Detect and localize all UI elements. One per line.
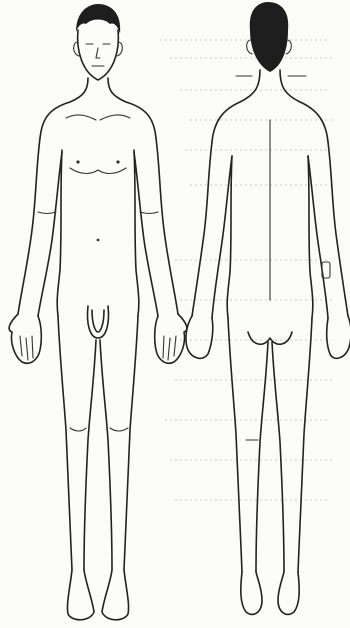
front-head: [78, 30, 119, 80]
front-right-nipple: [116, 160, 119, 163]
front-genitals: [87, 306, 108, 338]
front-right-leg: [100, 316, 138, 570]
front-torso-outline: [40, 78, 156, 138]
back-buttocks: [248, 332, 292, 344]
back-right-leg: [272, 318, 312, 572]
back-hair: [250, 2, 289, 72]
front-left-hand: [9, 314, 41, 363]
front-right-arm: [134, 138, 178, 316]
front-left-nipple: [76, 160, 79, 163]
front-nose: [96, 48, 100, 58]
back-left-foot: [241, 572, 262, 614]
front-left-arm: [18, 138, 62, 316]
back-left-hand: [186, 316, 213, 358]
back-view-figure: [186, 2, 350, 614]
back-left-leg: [228, 318, 268, 572]
front-left-elbow-mark: [38, 212, 56, 214]
front-right-knee: [110, 428, 128, 431]
front-right-elbow-mark: [140, 212, 158, 214]
front-left-foot: [67, 570, 94, 620]
front-left-knee: [70, 428, 86, 431]
front-chest: [70, 168, 126, 174]
front-hair: [76, 4, 120, 34]
background-text-bleed: [160, 40, 335, 500]
back-right-hand: [327, 316, 350, 358]
back-right-foot: [278, 572, 299, 614]
front-right-fingers: [163, 336, 176, 360]
front-right-hand: [155, 314, 187, 363]
front-navel: [97, 239, 100, 242]
front-trunk-sides: [57, 150, 139, 316]
front-collarbones: [66, 115, 130, 120]
front-left-fingers: [20, 336, 33, 360]
back-right-arm: [308, 142, 348, 318]
front-view-figure: [9, 4, 187, 620]
front-right-foot: [102, 570, 129, 620]
back-left-arm: [192, 142, 232, 318]
front-left-leg: [58, 316, 96, 570]
